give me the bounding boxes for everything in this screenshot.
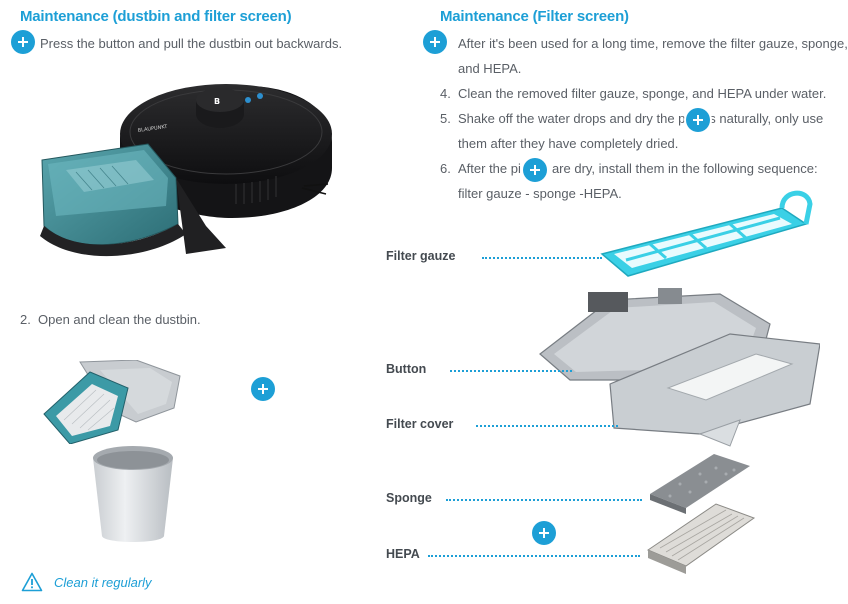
right-heading: Maintenance (Filter screen)	[440, 8, 629, 25]
robot-vacuum-image: B BLAUPUNKT	[40, 84, 332, 257]
left-step-2: 2. Open and clean the dustbin.	[20, 307, 201, 332]
svg-text:B: B	[214, 97, 220, 106]
right-step-6-number: 6.	[440, 161, 451, 176]
right-step-6: 6. After the pieces are dry, install them…	[440, 156, 848, 181]
label-button: Button	[386, 362, 427, 376]
leader-hepa	[428, 555, 640, 557]
left-heading: Maintenance (dustbin and filter screen)	[20, 8, 292, 25]
sponge-part	[650, 454, 750, 514]
plus-icon	[258, 384, 268, 394]
leader-sponge	[446, 499, 642, 501]
water-cup-image	[93, 446, 173, 542]
hotspot-plus-button-5[interactable]	[523, 158, 547, 182]
robot-logo: BLAUPUNKT	[137, 124, 168, 134]
right-step-6-line-2: filter gauze - sponge -HEPA.	[458, 186, 622, 201]
leader-button	[450, 370, 572, 372]
right-step-5-cont: them after they have completely dried.	[440, 131, 848, 156]
label-hepa: HEPA	[386, 547, 420, 561]
plus-icon	[539, 528, 549, 538]
right-step-3-line-1: After it's been used for a long time, re…	[458, 36, 848, 51]
filter-assembly-image	[539, 190, 820, 574]
right-step-3-cont: and HEPA.	[440, 56, 848, 81]
right-step-4: 4. Clean the removed filter gauze, sponge…	[440, 81, 848, 106]
hotspot-plus-button-3[interactable]	[423, 30, 447, 54]
hotspot-plus-button-4[interactable]	[686, 108, 710, 132]
left-step-2-text: Open and clean the dustbin.	[38, 312, 201, 327]
hotspot-plus-button-2[interactable]	[251, 377, 275, 401]
right-step-6-line-1: After the pieces are dry, install them i…	[458, 161, 818, 176]
right-step-6-cont: filter gauze - sponge -HEPA.	[440, 181, 848, 206]
right-step-4-number: 4.	[440, 86, 451, 101]
right-step-5-line-2: them after they have completely dried.	[458, 136, 679, 151]
right-step-3: After it's been used for a long time, re…	[440, 31, 848, 56]
left-step-1: Press the button and pull the dustbin ou…	[40, 36, 343, 51]
label-filter-cover: Filter cover	[386, 417, 454, 431]
open-dustbin-image	[43, 360, 181, 444]
plus-icon	[18, 37, 28, 47]
leader-filter-gauze	[482, 257, 602, 259]
hotspot-plus-button-6[interactable]	[532, 521, 556, 545]
dustbin-housing-part	[539, 288, 820, 447]
right-steps-list: After it's been used for a long time, re…	[440, 31, 848, 206]
plus-icon	[430, 37, 440, 47]
label-filter-gauze: Filter gauze	[386, 249, 456, 263]
plus-icon	[693, 115, 703, 125]
left-step-2-number: 2.	[20, 312, 31, 327]
hepa-part	[646, 503, 756, 574]
label-sponge: Sponge	[386, 491, 432, 505]
hotspot-plus-button-1[interactable]	[11, 30, 35, 54]
right-step-3-line-2: and HEPA.	[458, 61, 522, 76]
right-step-5-line-1: Shake off the water drops and dry the pi…	[458, 111, 824, 126]
leader-filter-cover	[476, 425, 618, 427]
caution-triangle-icon	[21, 572, 43, 592]
plus-icon	[530, 165, 540, 175]
filter-gauze-part	[600, 190, 813, 277]
right-step-5-number: 5.	[440, 111, 451, 126]
right-step-4-line-1: Clean the removed filter gauze, sponge, …	[458, 86, 827, 101]
caution-text: Clean it regularly	[54, 575, 152, 590]
right-step-5: 5. Shake off the water drops and dry the …	[440, 106, 848, 131]
